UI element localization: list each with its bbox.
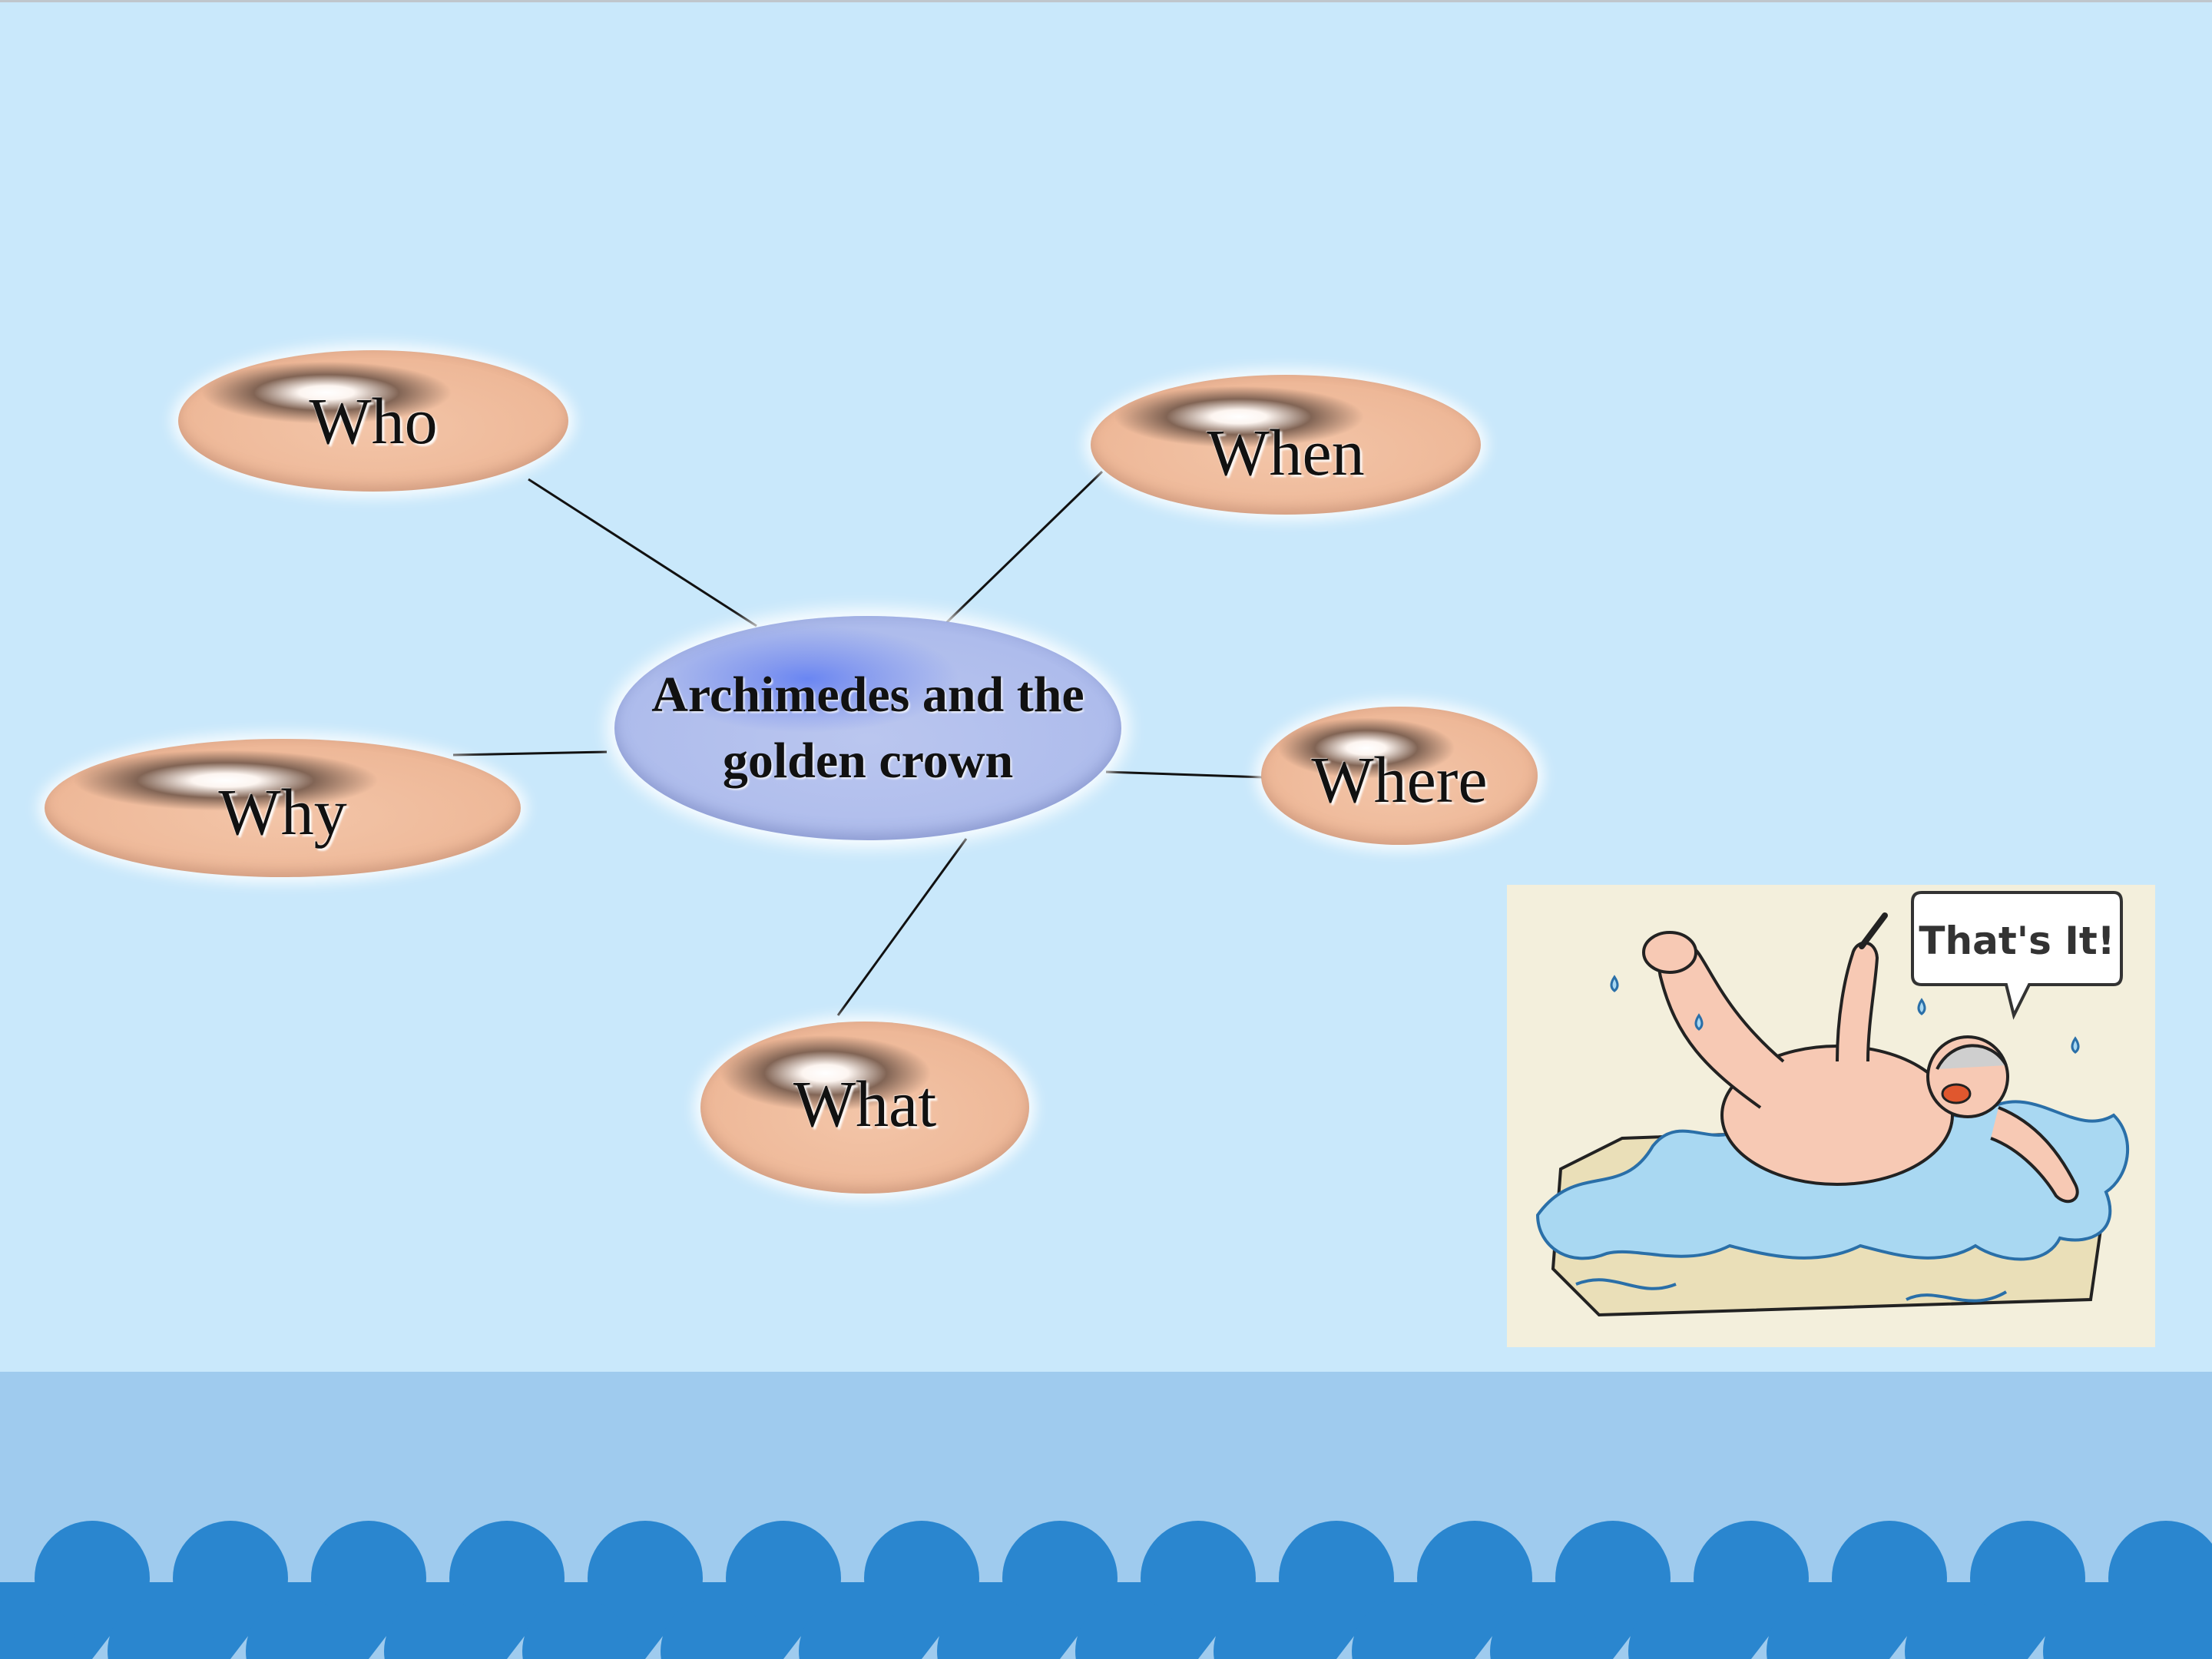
node-when-label: When <box>1207 416 1365 489</box>
node-why: Why <box>45 739 521 877</box>
node-where: Where <box>1261 707 1538 845</box>
edge-why <box>452 750 608 757</box>
node-why-label: Why <box>218 775 347 849</box>
bathtub-illustration: That's It! <box>1535 891 2130 1317</box>
node-who-label: Who <box>309 384 438 458</box>
node-what: What <box>700 1022 1029 1194</box>
archimedes-cartoon: That's It! <box>1507 885 2155 1347</box>
wave-pattern <box>0 1521 2212 1659</box>
speech-bubble-text: That's It! <box>1919 919 2114 963</box>
connector-lines <box>452 470 1264 1016</box>
edge-what <box>836 838 968 1016</box>
edge-where <box>1105 770 1264 779</box>
node-what-label: What <box>793 1067 937 1141</box>
node-when: When <box>1091 375 1481 515</box>
node-where-label: Where <box>1311 743 1488 816</box>
edge-when <box>945 470 1104 624</box>
center-node: Archimedes and the golden crown <box>614 616 1121 840</box>
top-border <box>0 0 2212 2</box>
node-who: Who <box>178 350 568 492</box>
edge-who <box>528 478 757 628</box>
center-node-label: Archimedes and the golden crown <box>651 667 1084 789</box>
